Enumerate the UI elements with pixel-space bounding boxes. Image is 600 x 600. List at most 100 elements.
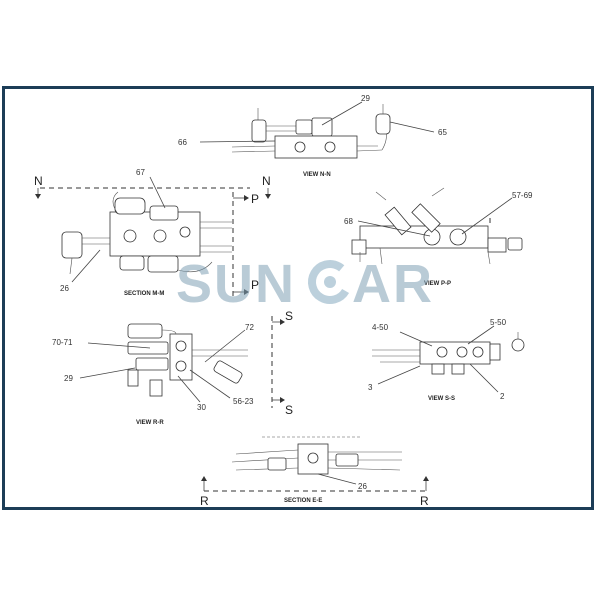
callout-26: 26 <box>60 284 69 293</box>
fitting <box>127 369 139 387</box>
callout-56-23: 56-23 <box>233 397 254 406</box>
section-m-m: N N P P 67 26 SECTION M-M <box>34 168 271 300</box>
marker-n-right: N <box>262 174 271 188</box>
caption-view-s-s: VIEW S-S <box>428 396 455 402</box>
leader-line <box>467 325 495 345</box>
marker-s-top: S <box>285 309 293 323</box>
port <box>472 346 484 358</box>
callout-57-69: 57-69 <box>512 191 533 200</box>
port <box>179 226 191 238</box>
caption-section-e-e: SECTION E-E <box>284 498 322 504</box>
callout-3: 3 <box>368 383 373 392</box>
port <box>307 452 319 464</box>
marker-n-left: N <box>34 174 43 188</box>
pipe <box>235 449 299 455</box>
arrow-head <box>35 194 41 199</box>
leader-line <box>357 220 431 237</box>
arrow-head <box>244 289 249 295</box>
port <box>153 229 167 243</box>
pipe <box>69 257 73 275</box>
view-s-s: 4-50 5-50 3 2 VIEW S-S <box>368 318 525 402</box>
pipe <box>327 467 401 471</box>
port <box>449 228 467 246</box>
port <box>324 141 336 153</box>
callout-67: 67 <box>136 168 145 177</box>
pipe <box>177 261 213 273</box>
leader-line <box>149 176 166 209</box>
pipe <box>235 467 299 471</box>
cylinder <box>411 203 441 233</box>
callout-30: 30 <box>197 403 206 412</box>
pipe <box>231 150 276 153</box>
fitting <box>149 205 179 221</box>
watermark-text-left: SUN <box>176 254 296 314</box>
port <box>175 360 187 372</box>
marker-s-bottom: S <box>285 403 293 417</box>
pipe <box>231 457 299 463</box>
arrow-head <box>201 476 207 481</box>
callout-65: 65 <box>438 128 447 137</box>
end-cap <box>351 239 367 255</box>
callout-29: 29 <box>361 94 370 103</box>
callout-68: 68 <box>344 217 353 226</box>
fitting <box>431 363 445 375</box>
caption-view-p-p: VIEW P-P <box>424 281 451 287</box>
port <box>456 346 468 358</box>
fitting <box>335 453 359 467</box>
leader-line <box>389 121 435 133</box>
fitting <box>119 255 145 271</box>
callout-29: 29 <box>64 374 73 383</box>
view-p-p: 68 57-69 VIEW P-P <box>344 187 533 287</box>
marker-r-right: R <box>420 494 429 508</box>
arrow-head <box>244 195 249 201</box>
fitting <box>507 237 523 251</box>
pipe <box>161 329 177 335</box>
knob <box>511 338 525 352</box>
leader-line <box>189 369 231 399</box>
watermark: SUN AR <box>176 254 434 314</box>
view-r-r: 72 70-71 29 30 56-23 VIEW R-R S S <box>52 309 293 426</box>
section-e-e: 26 R R SECTION E-E <box>200 436 429 508</box>
callout-5-50: 5-50 <box>490 318 507 327</box>
leader-line <box>399 331 433 347</box>
pipe <box>487 251 491 265</box>
watermark-text-right: AR <box>352 254 434 314</box>
pipe <box>231 145 276 148</box>
arrow-head <box>280 397 285 403</box>
callout-2: 2 <box>500 392 505 401</box>
fitting <box>135 357 169 371</box>
leader-line <box>469 363 499 393</box>
leader-line <box>199 140 276 143</box>
fitting <box>147 255 179 273</box>
leader-line <box>177 375 201 403</box>
leader-line <box>461 197 513 235</box>
fitting <box>127 323 163 339</box>
port <box>294 141 306 153</box>
coupling <box>295 119 313 135</box>
watermark-c-logo <box>308 260 352 304</box>
pipe <box>112 191 119 215</box>
leader-line <box>377 365 421 385</box>
hose-fitting <box>213 360 243 384</box>
fitting <box>114 197 146 215</box>
callout-4-50: 4-50 <box>372 323 389 332</box>
callout-66: 66 <box>178 138 187 147</box>
callout-72: 72 <box>245 323 254 332</box>
fitting <box>267 457 287 471</box>
fitting <box>487 237 507 253</box>
marker-p-top: P <box>251 192 259 206</box>
elbow-fitting <box>61 231 83 259</box>
fitting <box>149 379 163 397</box>
view-n-n: 29 66 65 VIEW N-N <box>178 94 447 178</box>
valve-block <box>274 135 358 159</box>
callout-26: 26 <box>358 482 367 491</box>
leader-line <box>87 342 151 349</box>
port <box>175 340 187 352</box>
fitting <box>375 113 391 135</box>
leader-line <box>71 249 101 283</box>
pipe <box>431 187 445 197</box>
arrow-head <box>423 476 429 481</box>
callout-70-71: 70-71 <box>52 338 73 347</box>
pipe <box>379 247 383 265</box>
